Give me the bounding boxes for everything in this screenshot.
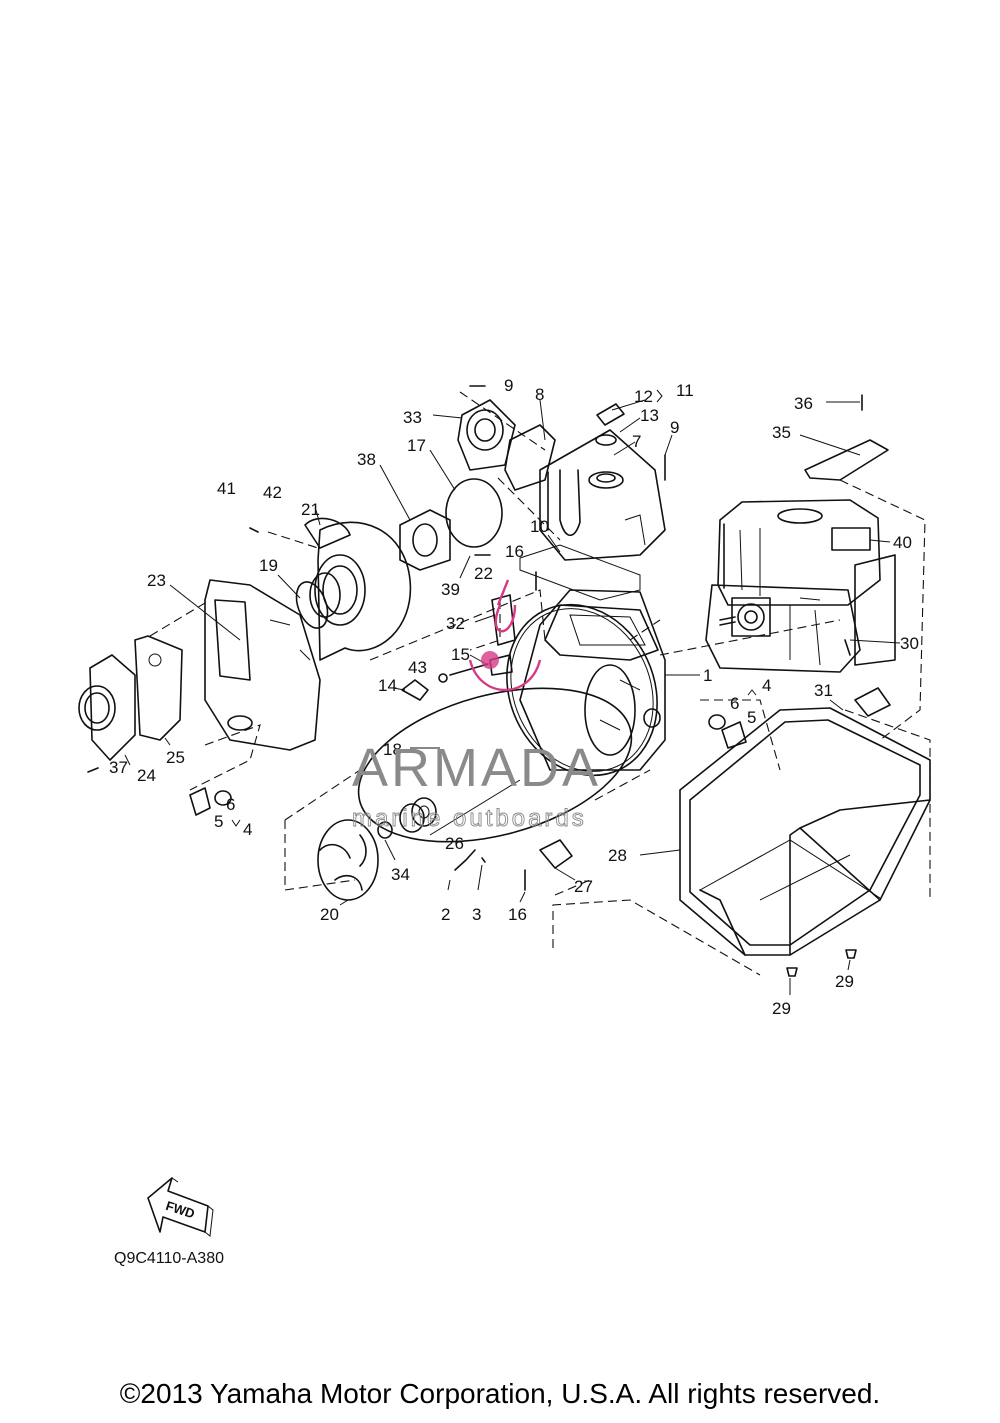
gasket-17 (445, 478, 503, 548)
callout-12: 12 (634, 387, 653, 406)
callout-8: 8 (535, 385, 544, 404)
front-cover-23 (204, 579, 321, 751)
callout-35: 35 (772, 423, 791, 442)
callout-37: 37 (109, 758, 128, 777)
callout-3: 3 (472, 905, 481, 924)
frame-28 (679, 707, 931, 956)
callout-labels: 9 8 12 11 13 33 7 9 36 35 17 38 41 42 21… (109, 376, 919, 1018)
callout-30: 30 (900, 634, 919, 653)
callout-13: 13 (640, 406, 659, 425)
fwd-arrow-icon: FWD (147, 1177, 214, 1237)
assembly-dashed-lines (149, 391, 931, 976)
callout-33: 33 (403, 408, 422, 427)
callout-40: 40 (893, 533, 912, 552)
bracket-27 (539, 839, 573, 869)
tank-cover (539, 429, 666, 561)
callout-18: 18 (383, 740, 402, 759)
callout-19: 19 (259, 556, 278, 575)
callout-31: 31 (814, 681, 833, 700)
callout-4-left: 4 (243, 820, 252, 839)
watermark-brand: ARMADA (352, 738, 601, 798)
callout-9-right: 9 (670, 418, 679, 437)
small-parts-14-15-43 (401, 654, 513, 701)
engine-assembly (705, 499, 896, 673)
gasket-25 (134, 635, 183, 741)
bracket-32 (491, 594, 516, 646)
callout-38: 38 (357, 450, 376, 469)
callout-15: 15 (451, 645, 470, 664)
big-gasket-18 (357, 687, 633, 843)
callout-21: 21 (301, 500, 320, 519)
tank-gasket (519, 544, 641, 601)
frame-nuts-29 (786, 949, 857, 977)
callout-9-top: 9 (504, 376, 513, 395)
armada-watermark: ARMADA marine outboards (352, 579, 601, 832)
callout-32: 32 (446, 614, 465, 633)
copyright-notice: ©2013 Yamaha Motor Corporation, U.S.A. A… (119, 1378, 881, 1409)
bracket-35-36 (804, 394, 889, 481)
bracket-31 (854, 687, 891, 717)
callout-29-right: 29 (835, 972, 854, 991)
callout-5-right: 5 (747, 708, 756, 727)
callout-2: 2 (441, 905, 450, 924)
callout-16-bottom: 16 (508, 905, 527, 924)
seal-26 (399, 797, 437, 833)
callout-4-right: 4 (762, 676, 771, 695)
callout-29-bottom: 29 (772, 999, 791, 1018)
callout-14: 14 (378, 676, 397, 695)
washer-34 (377, 821, 393, 839)
callout-36: 36 (794, 394, 813, 413)
callout-5-left: 5 (214, 812, 223, 831)
drawing-code: Q9C4110-A380 (114, 1250, 224, 1267)
impeller-20 (317, 819, 379, 901)
callout-6-left: 6 (226, 795, 235, 814)
callout-39: 39 (441, 580, 460, 599)
callout-24: 24 (137, 766, 156, 785)
drain-plug-left (189, 787, 232, 816)
volute-casing (304, 517, 412, 661)
callout-20: 20 (320, 905, 339, 924)
fuel-cap (595, 403, 625, 446)
callout-7: 7 (632, 432, 641, 451)
fwd-label: FWD (164, 1198, 197, 1221)
o-ring-19 (295, 581, 329, 629)
elbow-24 (78, 654, 136, 761)
callout-1: 1 (703, 666, 712, 685)
watermark-tagline: marine outboards (352, 805, 587, 832)
callout-11: 11 (676, 381, 694, 400)
watermark-anchor-icon (468, 579, 542, 692)
callout-28: 28 (608, 846, 627, 865)
watermark-anchor-ring (481, 651, 499, 669)
flange-38 (399, 509, 451, 571)
callout-26: 26 (445, 834, 464, 853)
callout-42: 42 (263, 483, 282, 502)
drain-plug-right (708, 714, 747, 749)
callout-23: 23 (147, 571, 166, 590)
callout-41: 41 (217, 479, 236, 498)
callout-6-right: 6 (730, 694, 739, 713)
callout-22: 22 (474, 564, 493, 583)
callout-16-top: 16 (505, 542, 524, 561)
bolts (87, 385, 851, 891)
callout-10: 10 (530, 517, 549, 536)
callout-25: 25 (166, 748, 185, 767)
callout-34: 34 (391, 865, 410, 884)
elbow-33 (457, 399, 516, 471)
leader-lines (124, 399, 901, 995)
callout-27: 27 (574, 877, 593, 896)
gasket-8 (504, 424, 556, 491)
callout-17: 17 (407, 436, 426, 455)
callout-43: 43 (408, 658, 427, 677)
